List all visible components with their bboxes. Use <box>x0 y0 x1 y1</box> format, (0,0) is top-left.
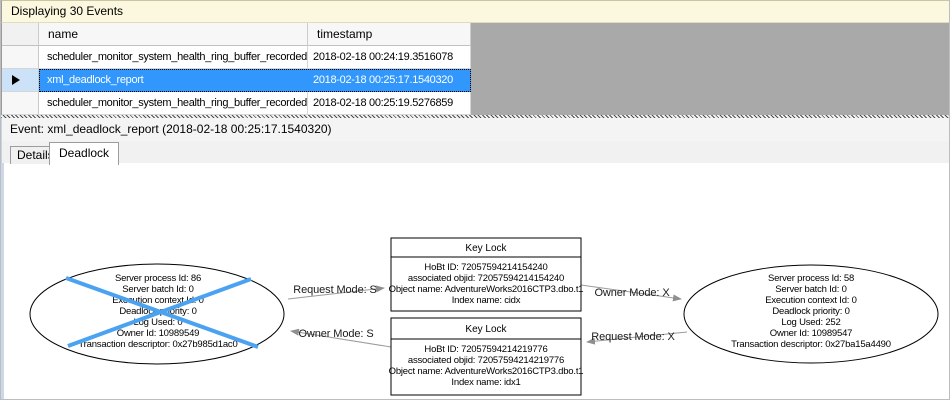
lock-title: Key Lock <box>465 243 507 254</box>
lock-line: Index name: idx1 <box>451 377 520 388</box>
current-row-arrow-icon <box>12 75 20 85</box>
tab-details[interactable]: Details <box>10 146 61 164</box>
tab-strip: Details Deadlock <box>1 141 949 165</box>
cell-name[interactable]: scheduler_monitor_system_health_ring_buf… <box>39 92 308 115</box>
lock-title: Key Lock <box>465 324 507 335</box>
events-count-label: Displaying 30 Events <box>11 4 124 18</box>
events-count-banner: Displaying 30 Events <box>1 0 949 23</box>
node-line: Execution context Id: 0 <box>112 295 204 306</box>
grid-header-gutter <box>2 23 39 46</box>
node-line: Log Used: 0 <box>133 317 182 328</box>
deadlock-graph-pane: Request Mode: S Owner Mode: S Owner Mode… <box>1 163 949 399</box>
victim-cross-line <box>67 277 252 348</box>
node-line: Execution context Id: 0 <box>765 295 857 306</box>
process-node[interactable]: Server process Id: 58 Server batch Id: 0… <box>683 264 939 364</box>
lock-line: HoBt ID: 72057594214154240 <box>424 262 547 273</box>
row-gutter[interactable] <box>2 92 39 115</box>
pane-left-border <box>1 163 4 399</box>
lock-line: associated objid: 72057594214154240 <box>408 273 564 284</box>
table-row[interactable]: scheduler_monitor_system_health_ring_buf… <box>2 46 471 69</box>
process-node-victim[interactable]: Server process Id: 86 Server batch Id: 0… <box>29 263 285 365</box>
node-line: Server batch Id: 0 <box>122 284 193 295</box>
cell-name[interactable]: scheduler_monitor_system_health_ring_buf… <box>39 46 308 69</box>
lock-line: HoBt ID: 72057594214219776 <box>424 344 547 355</box>
edge-label: Request Mode: X <box>591 331 675 343</box>
node-line: Log Used: 252 <box>781 317 840 328</box>
edge-request-s: Request Mode: S <box>287 284 385 300</box>
tab-deadlock[interactable]: Deadlock <box>49 142 120 165</box>
edge-request-x: Request Mode: X <box>586 331 688 345</box>
row-gutter[interactable] <box>2 46 39 69</box>
node-line: Transaction descriptor: 0x27b985d1ac0 <box>78 339 237 350</box>
row-gutter[interactable] <box>2 69 39 92</box>
grid-header-row: name timestamp <box>2 23 471 46</box>
splitter[interactable] <box>1 115 949 118</box>
cell-name[interactable]: xml_deadlock_report <box>39 69 308 92</box>
key-lock-node-top[interactable]: Key Lock HoBt ID: 72057594214154240 asso… <box>389 237 584 312</box>
cell-timestamp[interactable]: 2018-02-18 00:24:19.3516078 <box>308 46 471 69</box>
node-line: Server batch Id: 0 <box>775 284 846 295</box>
node-line: Transaction descriptor: 0x27ba15a4490 <box>731 339 891 350</box>
events-grid: name timestamp scheduler_monitor_system_… <box>1 23 949 115</box>
table-row[interactable]: scheduler_monitor_system_health_ring_buf… <box>2 92 471 115</box>
lock-line: associated objid: 72057594214219776 <box>408 355 564 366</box>
lock-box <box>390 317 582 396</box>
edge-owner-s: Owner Mode: S <box>290 328 392 348</box>
event-label: Event: xml_deadlock_report (2018-02-18 0… <box>10 122 332 136</box>
deadlock-graph: Request Mode: S Owner Mode: S Owner Mode… <box>29 237 939 396</box>
key-lock-node-bottom[interactable]: Key Lock HoBt ID: 72057594214219776 asso… <box>389 317 584 396</box>
edge-label: Request Mode: S <box>293 284 377 296</box>
node-line: Deadlock priority: 0 <box>772 306 849 317</box>
edge-owner-x: Owner Mode: X <box>580 284 682 302</box>
lock-line: Object name: AdventureWorks2016CTP3.dbo.… <box>389 366 584 377</box>
process-ellipse <box>683 264 939 364</box>
cell-timestamp[interactable]: 2018-02-18 00:25:17.1540320 <box>308 69 471 92</box>
edge-line <box>580 284 682 302</box>
edge-line <box>287 285 385 300</box>
event-bar: Event: xml_deadlock_report (2018-02-18 0… <box>1 118 949 141</box>
edge-line <box>290 328 392 348</box>
lock-line: Object name: AdventureWorks2016CTP3.dbo.… <box>389 284 584 295</box>
node-line: Owner Id: 10989547 <box>770 328 853 339</box>
node-line: Server process Id: 58 <box>768 273 854 284</box>
edge-line <box>586 331 688 345</box>
column-header-name[interactable]: name <box>39 23 308 46</box>
edge-label: Owner Mode: S <box>298 328 373 340</box>
lock-line: Index name: cidx <box>452 295 521 306</box>
edge-label: Owner Mode: X <box>594 287 670 299</box>
node-line: Owner Id: 10989549 <box>117 328 200 339</box>
cell-timestamp[interactable]: 2018-02-18 00:25:19.5276859 <box>308 92 471 115</box>
node-line: Server process Id: 86 <box>115 273 201 284</box>
lock-box <box>390 237 582 312</box>
table-row-selected[interactable]: xml_deadlock_report 2018-02-18 00:25:17.… <box>2 69 471 92</box>
column-header-timestamp[interactable]: timestamp <box>308 23 471 46</box>
